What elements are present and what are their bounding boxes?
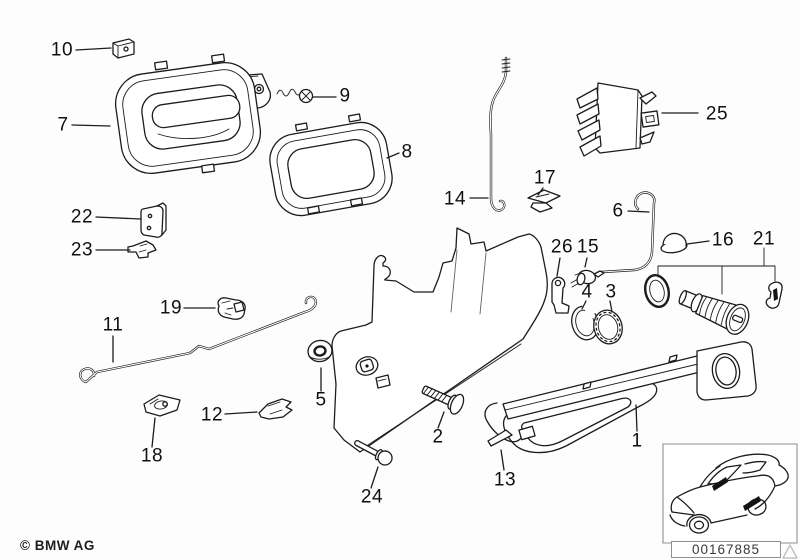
part-16-cap-drawing: [660, 232, 688, 254]
part-25-connector-drawing: [576, 82, 660, 157]
callout-1[interactable]: 1: [631, 430, 643, 452]
part-10-clip-drawing: [112, 38, 135, 59]
part-5-grommet-drawing: [307, 339, 333, 363]
part-12-clip-drawing: [258, 398, 293, 420]
callout-25[interactable]: 25: [705, 103, 729, 125]
callout-19[interactable]: 19: [159, 297, 183, 319]
part-17-clip-drawing: [527, 189, 561, 213]
seal-ring-drawing: [643, 274, 671, 308]
callout-17[interactable]: 17: [533, 167, 557, 189]
part-8-cover-frame-drawing: [269, 113, 393, 217]
callout-11[interactable]: 11: [102, 314, 124, 336]
callout-3[interactable]: 3: [605, 281, 617, 303]
part-23-clip-drawing: [127, 240, 157, 259]
door-panel-drawing: [331, 227, 548, 453]
part-14-rod-drawing: [489, 56, 511, 212]
watermark-triangle-icon: [782, 544, 798, 559]
lock-end-piece-drawing: [765, 281, 783, 309]
callout-2[interactable]: 2: [432, 426, 444, 448]
lock-cylinder-drawing: [678, 290, 750, 335]
part-3-ring-drawing: [593, 309, 623, 345]
callout-14[interactable]: 14: [443, 188, 467, 210]
part-13-clamp-drawing: [484, 402, 536, 447]
panel-grommet: [355, 356, 379, 376]
copyright-text: © BMW AG: [20, 538, 95, 553]
callout-8[interactable]: 8: [401, 141, 413, 163]
rear-door-arrow-icon: [743, 496, 761, 511]
part-9-screw-spring-drawing: [276, 88, 314, 104]
vehicle-inset: [662, 443, 798, 544]
part-7-inner-handle-drawing: [114, 53, 272, 175]
part-26-bracket-drawing: [551, 276, 570, 314]
part-22-plate-drawing: [140, 202, 167, 238]
callout-9[interactable]: 9: [339, 85, 351, 107]
front-door-arrow-icon: [712, 477, 728, 491]
callout-6[interactable]: 6: [612, 200, 624, 222]
part-15-switch-drawing: [570, 269, 605, 288]
callout-5[interactable]: 5: [315, 389, 327, 411]
part-19-clip-drawing: [217, 297, 246, 320]
callout-4[interactable]: 4: [581, 281, 593, 303]
reference-number-box: 00167885: [671, 541, 781, 558]
callout-18[interactable]: 18: [140, 445, 164, 467]
part-21-lock-set-drawing: [643, 247, 783, 335]
part-2-bolt-drawing: [421, 385, 465, 415]
callout-16[interactable]: 16: [711, 229, 735, 251]
leader-lines: [71, 47, 710, 489]
part-18-cover-drawing: [143, 394, 181, 417]
callout-12[interactable]: 12: [200, 404, 224, 426]
part-11-rod-drawing: [79, 295, 318, 384]
callout-21-bracket: [657, 247, 776, 295]
callout-15[interactable]: 15: [576, 236, 600, 258]
part-24-pin-drawing: [354, 440, 393, 466]
part-6-rod-drawing: [600, 191, 656, 274]
callout-24[interactable]: 24: [360, 486, 384, 508]
part-1-handle-assembly-drawing: [484, 341, 757, 454]
callout-22[interactable]: 22: [70, 206, 94, 228]
callout-13[interactable]: 13: [493, 469, 517, 491]
callout-26[interactable]: 26: [550, 236, 574, 258]
callout-10[interactable]: 10: [50, 39, 74, 61]
callout-21[interactable]: 21: [752, 228, 776, 250]
callout-7[interactable]: 7: [57, 114, 69, 136]
reference-number: 00167885: [691, 542, 761, 557]
callout-23[interactable]: 23: [70, 239, 94, 261]
